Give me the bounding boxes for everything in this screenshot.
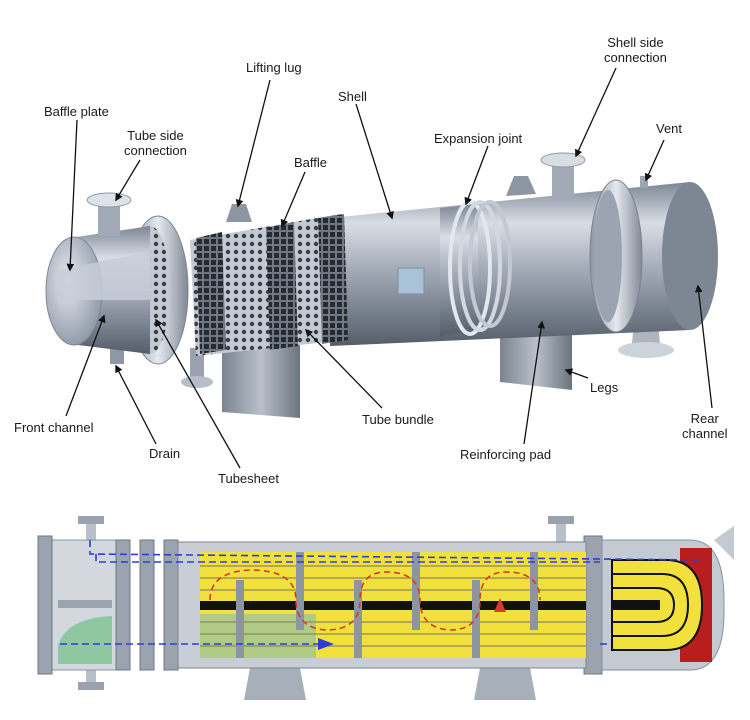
label-tube-side-connection-line2: connection xyxy=(124,143,187,158)
label-rear-channel: Rear channel xyxy=(682,411,728,441)
section-rear-head xyxy=(601,526,734,671)
leader-lines xyxy=(65,67,713,469)
label-baffle: Baffle xyxy=(294,155,328,170)
arrow-right-icon xyxy=(318,638,334,650)
label-shell-side-connection-line2: connection xyxy=(604,50,667,65)
section-flanges xyxy=(37,535,603,675)
label-shell-side-connection: Shell side connection xyxy=(604,35,667,65)
section-flow-red xyxy=(209,569,541,631)
baffle-plate xyxy=(58,252,150,300)
label-vent: Vent xyxy=(656,121,683,136)
shell-rear-end xyxy=(662,182,718,330)
baffle-2 xyxy=(266,222,298,350)
label-legs: Legs xyxy=(590,380,619,395)
baffle-1 xyxy=(196,232,226,354)
cutaway-view xyxy=(45,152,718,418)
label-lifting-lug: Lifting lug xyxy=(246,60,302,75)
label-front-channel: Front channel xyxy=(14,420,94,435)
label-tube-side-connection-line1: Tube side xyxy=(127,128,184,143)
drain-nozzle xyxy=(110,348,124,364)
section-baffles xyxy=(236,552,538,658)
label-baffle-plate: Baffle plate xyxy=(44,104,109,119)
label-expansion-joint: Expansion joint xyxy=(434,131,523,146)
arrow-up-icon xyxy=(494,598,506,612)
section-flow-blue xyxy=(60,540,703,645)
lifting-lug-shell xyxy=(506,176,536,196)
front-bottom-nozzle-flange xyxy=(181,376,213,388)
section-pass-partition xyxy=(200,601,586,610)
tube-side-nozzle xyxy=(86,192,132,236)
lifting-lug xyxy=(226,204,252,222)
section-inlet-zone xyxy=(58,616,112,664)
label-shell: Shell xyxy=(338,89,367,104)
section-saddle-right xyxy=(474,668,536,700)
section-view xyxy=(37,516,734,700)
label-shell-side-connection-line1: Shell side xyxy=(607,35,664,50)
label-rear-channel-line1: Rear xyxy=(690,411,719,426)
baffle-3 xyxy=(318,214,348,344)
vent-nozzle xyxy=(640,176,648,188)
shell-window xyxy=(397,267,425,295)
section-saddle-left xyxy=(244,668,306,700)
label-drain: Drain xyxy=(149,446,181,461)
shell-side-nozzle xyxy=(540,152,586,198)
label-reinforcing-pad: Reinforcing pad xyxy=(460,447,552,462)
label-rear-channel-line2: channel xyxy=(682,426,728,441)
rear-bottom-nozzle-flange xyxy=(618,342,674,358)
front-leg xyxy=(222,330,300,418)
label-tube-bundle: Tube bundle xyxy=(362,412,434,427)
label-tube-side-connection: Tube side connection xyxy=(124,128,187,158)
label-tubesheet: Tubesheet xyxy=(218,471,279,486)
